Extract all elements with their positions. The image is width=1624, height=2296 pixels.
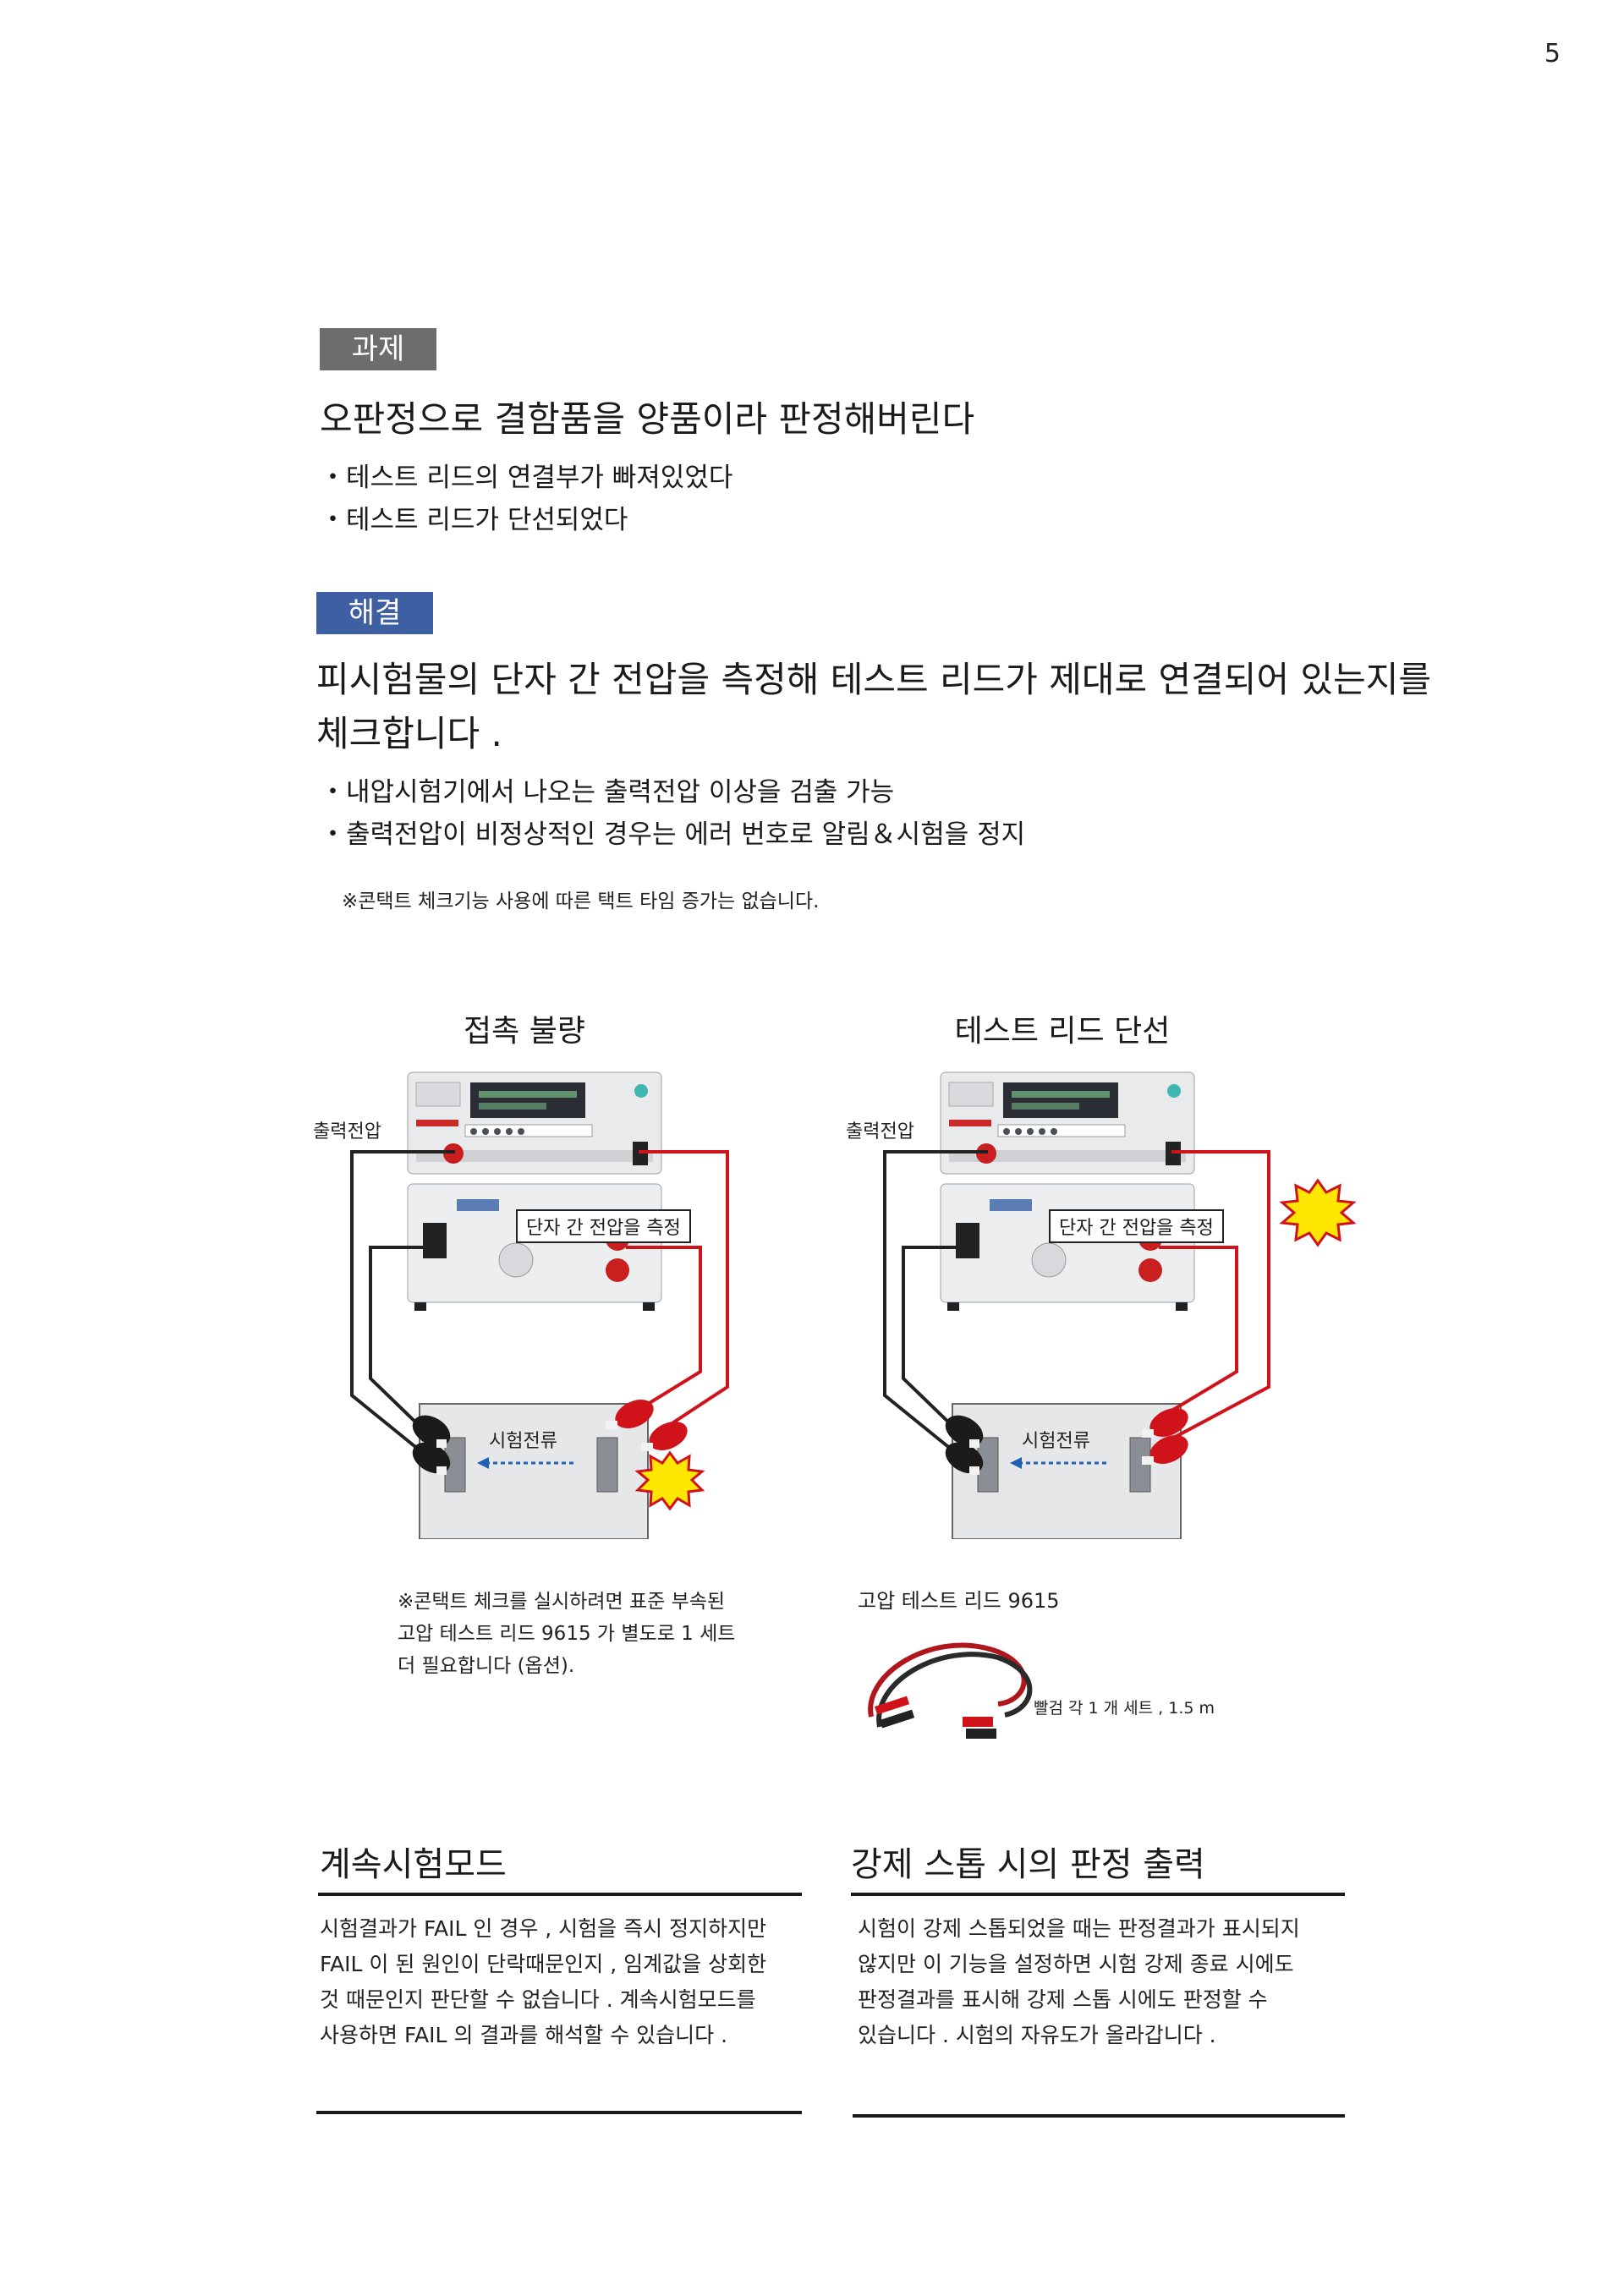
caption-line: 더 필요합니다 (옵션). — [398, 1655, 575, 1677]
problem-bullet: ・테스트 리드의 연결부가 빠져있었다 — [320, 463, 733, 493]
measure-voltage-label: 단자 간 전압을 측정 — [516, 1209, 691, 1243]
body-line: 시험이 강제 스톱되었을 때는 판정결과가 표시되지 — [858, 1916, 1300, 1941]
terminal-left — [444, 1437, 466, 1493]
current-arrow-head — [1010, 1457, 1022, 1469]
test-lead-image — [868, 1642, 1033, 1739]
problem-heading: 오판정으로 결함품을 양품이라 판정해버린다 — [320, 398, 975, 440]
section-rule-bottom — [853, 2114, 1345, 2118]
caption-line: ※콘택트 체크를 실시하려면 표준 부속된 — [398, 1591, 726, 1613]
output-voltage-label: 출력전압 — [846, 1121, 914, 1143]
solution-heading: 피시험물의 단자 간 전압을 측정해 테스트 리드가 제대로 연결되어 있는지를… — [316, 653, 1467, 761]
diagram-title-contact-failure: 접촉 불량 — [464, 1014, 585, 1049]
continuous-test-mode-title: 계속시험모드 — [320, 1845, 507, 1884]
diagram-title-lead-break: 테스트 리드 단선 — [954, 1014, 1171, 1049]
spark-icon — [1279, 1178, 1357, 1247]
measure-voltage-label: 단자 간 전압을 측정 — [1049, 1209, 1224, 1243]
spark-icon — [634, 1450, 705, 1511]
body-line: 시험결과가 FAIL 인 경우 , 시험을 즉시 정지하지만 — [320, 1916, 767, 1941]
body-line: 사용하면 FAIL 의 결과를 해석할 수 있습니다 . — [320, 2023, 728, 2047]
red-leads — [626, 1150, 729, 1431]
contact-check-caption: ※콘택트 체크를 실시하려면 표준 부속된 고압 테스트 리드 9615 가 별… — [398, 1586, 735, 1682]
lead-title: 고압 테스트 리드 9615 — [858, 1589, 1060, 1613]
red-clips — [606, 1400, 688, 1451]
lead-spec: 빨검 각 1 개 세트 , 1.5 m — [1034, 1699, 1215, 1718]
problem-bullet-list: ・테스트 리드의 연결부가 빠져있었다 ・테스트 리드가 단선되었다 — [320, 457, 732, 541]
diagram-contact-failure: 출력전압 단자 간 전압을 측정 시험전류 — [304, 1057, 778, 1540]
problem-bullet: ・테스트 리드가 단선되었다 — [320, 505, 628, 535]
body-line: 않지만 이 기능을 설정하면 시험 강제 종료 시에도 — [858, 1952, 1294, 1976]
output-voltage-label: 출력전압 — [313, 1121, 381, 1143]
withstanding-voltage-tester — [407, 1071, 662, 1175]
red-leads — [1159, 1150, 1270, 1441]
section-rule-bottom — [316, 2111, 802, 2114]
solution-note: ※콘택트 체크기능 사용에 따른 택트 타임 증가는 없습니다. — [342, 890, 820, 912]
body-line: 것 때문인지 판단할 수 없습니다 . 계속시험모드를 — [320, 1987, 756, 2012]
section-rule-top — [851, 1893, 1345, 1896]
contact-check-unit — [407, 1183, 662, 1311]
page-number: 5 — [1544, 39, 1561, 68]
solution-bullet: ・내압시험기에서 나오는 출력전압 이상을 검출 가능 — [320, 777, 895, 808]
caption-line: 고압 테스트 리드 9615 가 별도로 1 세트 — [398, 1623, 736, 1645]
contact-check-unit — [940, 1183, 1195, 1311]
solution-heading-line: 피시험물의 단자 간 전압을 측정해 테스트 리드가 제대로 연결되어 있는지를 — [316, 659, 1431, 700]
solution-bullet: ・출력전압이 비정상적인 경우는 에러 번호로 알림＆시험을 정지 — [320, 819, 1026, 850]
red-clips — [1142, 1408, 1188, 1465]
body-line: 있습니다 . 시험의 자유도가 올라갑니다 . — [858, 2023, 1216, 2047]
body-line: FAIL 이 된 원인이 단락때문인지 , 임계값을 상회한 — [320, 1952, 767, 1976]
solution-heading-line: 체크합니다 . — [316, 713, 502, 754]
forced-stop-judgment-body: 시험이 강제 스톱되었을 때는 판정결과가 표시되지 않지만 이 기능을 설정하… — [858, 1911, 1300, 2053]
black-clips — [412, 1415, 451, 1475]
current-arrow-head — [477, 1457, 489, 1469]
solution-tag: 해결 — [316, 592, 433, 634]
forced-stop-judgment-title: 강제 스톱 시의 판정 출력 — [851, 1845, 1205, 1884]
continuous-test-mode-body: 시험결과가 FAIL 인 경우 , 시험을 즉시 정지하지만 FAIL 이 된 … — [320, 1911, 766, 2053]
body-line: 판정결과를 표시해 강제 스톱 시에도 판정할 수 — [858, 1987, 1268, 2012]
lead-break-illustration — [883, 1071, 1357, 1540]
withstanding-voltage-tester — [940, 1071, 1195, 1175]
diagram-lead-break: 출력전압 단자 간 전압을 측정 시험전류 — [837, 1057, 1362, 1540]
problem-tag: 과제 — [320, 328, 436, 370]
solution-bullet-list: ・내압시험기에서 나오는 출력전압 이상을 검출 가능 ・출력전압이 비정상적인… — [320, 771, 1025, 856]
section-rule-top — [318, 1893, 802, 1896]
black-clips — [945, 1415, 984, 1475]
terminal-right — [596, 1437, 618, 1493]
test-current-label: 시험전류 — [1022, 1431, 1090, 1452]
test-current-label: 시험전류 — [489, 1431, 557, 1452]
